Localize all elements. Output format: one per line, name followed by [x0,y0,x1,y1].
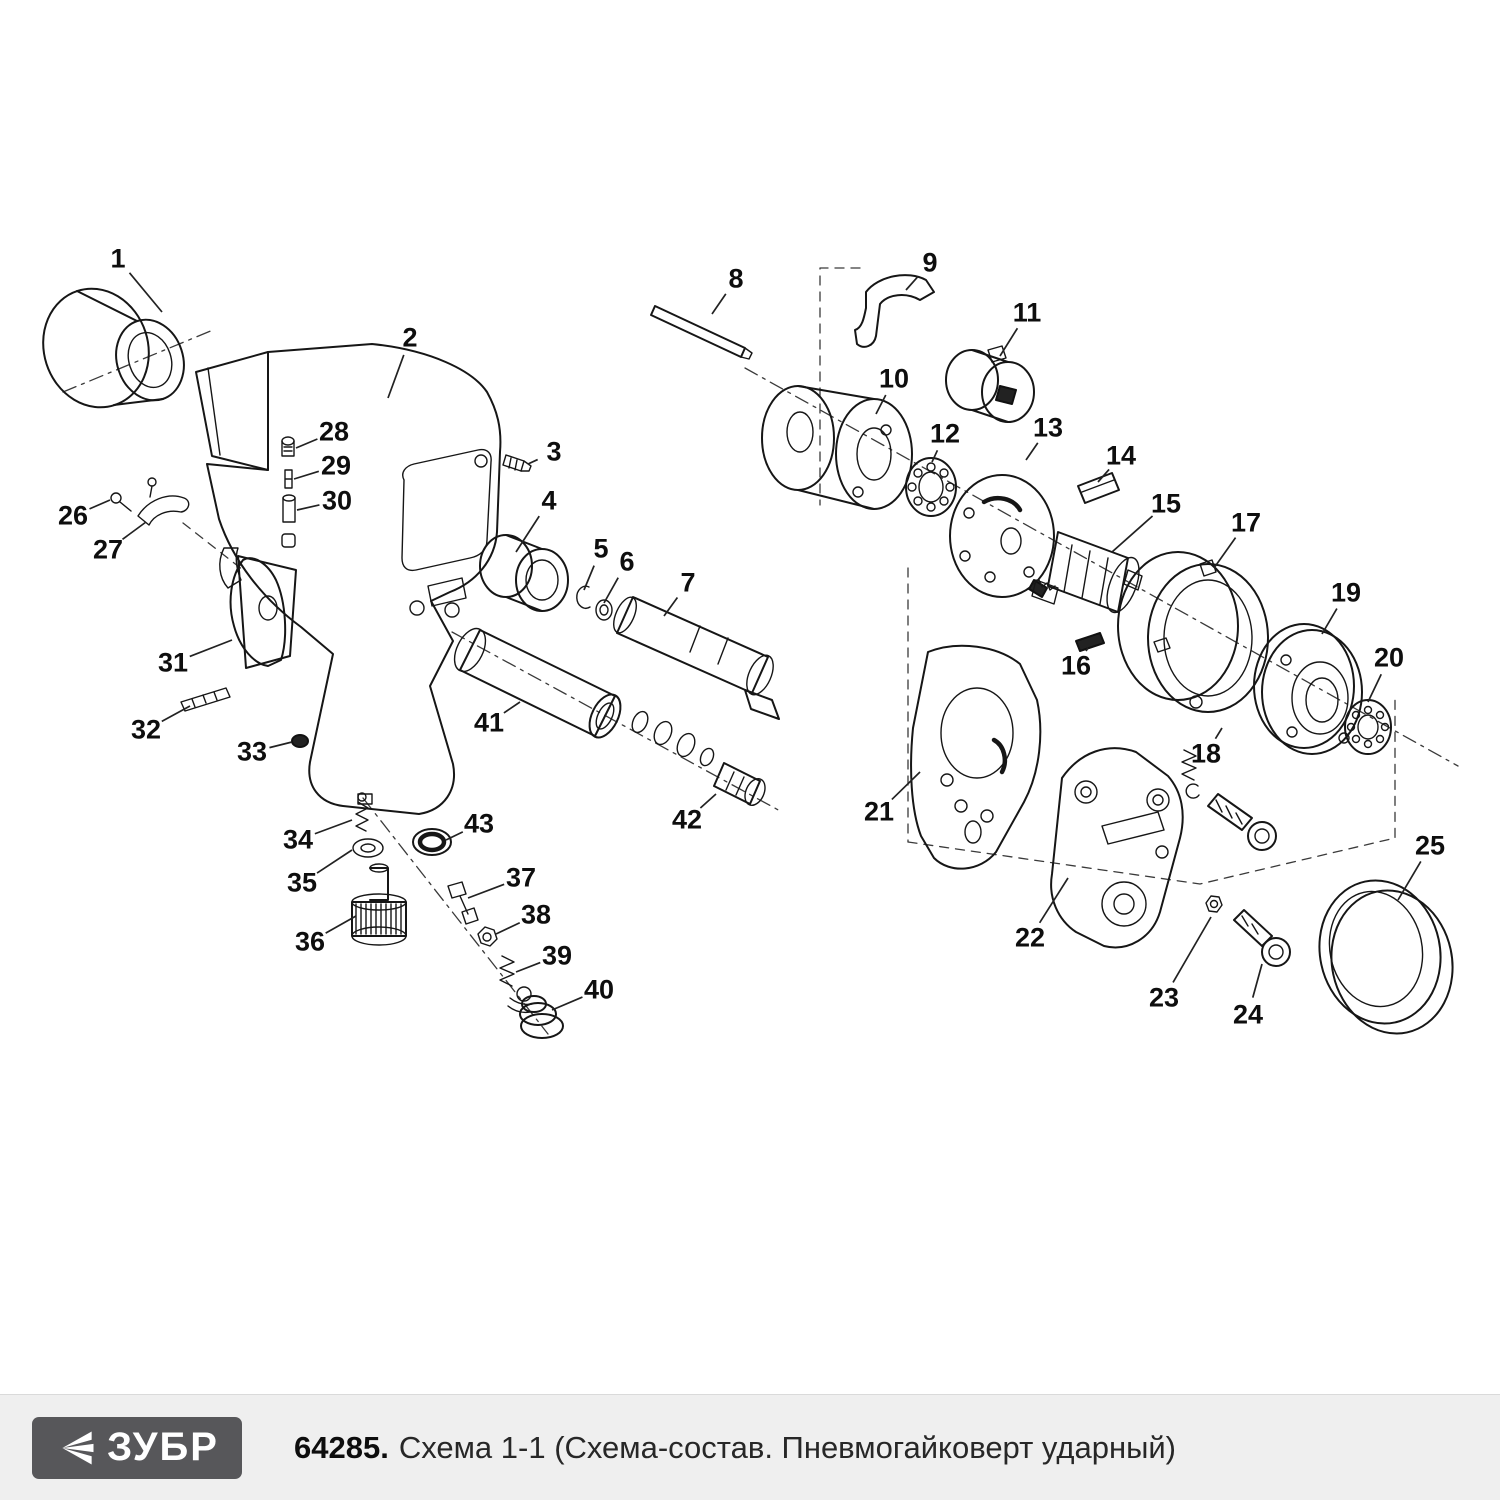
part-10-hammer-cage [761,385,913,510]
scheme-code: 64285. [294,1429,389,1465]
part-label-42: 42 [671,804,703,835]
part-34-spring [355,792,369,832]
part-label-20: 20 [1373,642,1405,673]
part-21-gasket [910,644,1042,870]
part-label-5: 5 [593,533,609,564]
logo-text: ЗУБР [107,1425,219,1469]
part-label-15: 15 [1150,488,1182,519]
part-24-bolt [1233,909,1291,967]
part-40-air-inlet [507,986,564,1039]
part-label-21: 21 [863,796,895,827]
part-19-flange [1253,623,1363,755]
part-label-37: 37 [505,862,537,893]
part-label-39: 39 [541,940,573,971]
part-label-32: 32 [130,714,162,745]
part-9-clip [854,274,935,348]
part-12-bearing [905,457,957,517]
part-label-40: 40 [583,974,615,1005]
part-label-1: 1 [110,243,126,274]
part-label-4: 4 [541,485,557,516]
part-3-screw [502,454,532,472]
part-35-washer [352,838,384,858]
part-label-30: 30 [321,485,353,516]
part-16-vane [1075,632,1105,652]
part-20-bearing [1344,699,1392,755]
scheme-title: Схема 1-1 (Схема-состав. Пневмогайковерт… [398,1429,1177,1465]
part-14-key [1077,472,1120,504]
part-label-43: 43 [463,808,495,839]
part-label-17: 17 [1230,507,1262,538]
part-label-16: 16 [1060,650,1092,681]
part-26-pin [110,492,132,512]
zubr-arrow-icon [62,1431,94,1464]
footer-bar: ЗУБР 64285.Схема 1-1 (Схема-состав. Пнев… [0,1394,1500,1500]
part-42-plunger [631,710,766,807]
exploded-drawing [42,267,1459,1039]
part-5-snap-ring [576,585,591,609]
part-4-bushing [479,534,569,612]
part-27-lever [137,477,190,526]
part-25-ring [1318,879,1454,1035]
part-36-knob [351,863,407,946]
part-label-6: 6 [619,546,635,577]
part-label-23: 23 [1148,982,1180,1013]
footer-caption: 64285.Схема 1-1 (Схема-состав. Пневмогай… [294,1430,1176,1466]
part-label-38: 38 [520,899,552,930]
part-label-24: 24 [1232,999,1264,1030]
part-label-26: 26 [57,500,89,531]
part-label-31: 31 [157,647,189,678]
part-37-valve-pin [447,881,479,925]
part-label-2: 2 [402,322,418,353]
part-label-28: 28 [318,416,350,447]
part-7-valve-assembly [613,596,780,720]
part-43-seal-ring [412,828,452,856]
part-22-cover [1050,747,1184,949]
part-41-tube [453,627,622,739]
part-label-22: 22 [1014,922,1046,953]
part-label-7: 7 [680,567,696,598]
part-label-3: 3 [546,436,562,467]
part-23-nut [1205,895,1223,913]
part-label-14: 14 [1105,440,1137,471]
part-31-trigger [219,547,297,669]
part-1-socket [42,287,185,409]
part-label-35: 35 [286,867,318,898]
part-33-cap [291,734,309,748]
part-label-13: 13 [1032,412,1064,443]
part-label-19: 19 [1330,577,1362,608]
part-label-25: 25 [1414,830,1446,861]
part-15-rotor [1031,531,1143,614]
part-label-33: 33 [236,736,268,767]
part-label-8: 8 [728,263,744,294]
part-label-27: 27 [92,534,124,565]
part-17-cylinder [1117,551,1269,713]
part-18-fasteners [1181,749,1277,851]
part-label-11: 11 [1012,297,1042,328]
part-label-12: 12 [929,418,961,449]
zubr-logo: ЗУБР [32,1416,242,1479]
part-13-end-plate [949,474,1055,598]
part-32-pin [180,687,231,712]
construction-lines [62,267,1459,1035]
part-label-36: 36 [294,926,326,957]
part-30-pin [281,494,296,548]
part-29-pin [284,469,293,489]
part-11-anvil [945,345,1035,423]
part-label-29: 29 [320,450,352,481]
part-38-nut [477,926,498,947]
part-label-18: 18 [1190,738,1222,769]
part-label-34: 34 [282,824,314,855]
part-39-spring [499,955,515,987]
part-8-rod [650,305,753,360]
part-label-41: 41 [473,707,505,738]
part-label-9: 9 [922,247,938,278]
part-6-washer [595,599,613,621]
part-28-pin [281,436,295,457]
part-label-10: 10 [878,363,910,394]
